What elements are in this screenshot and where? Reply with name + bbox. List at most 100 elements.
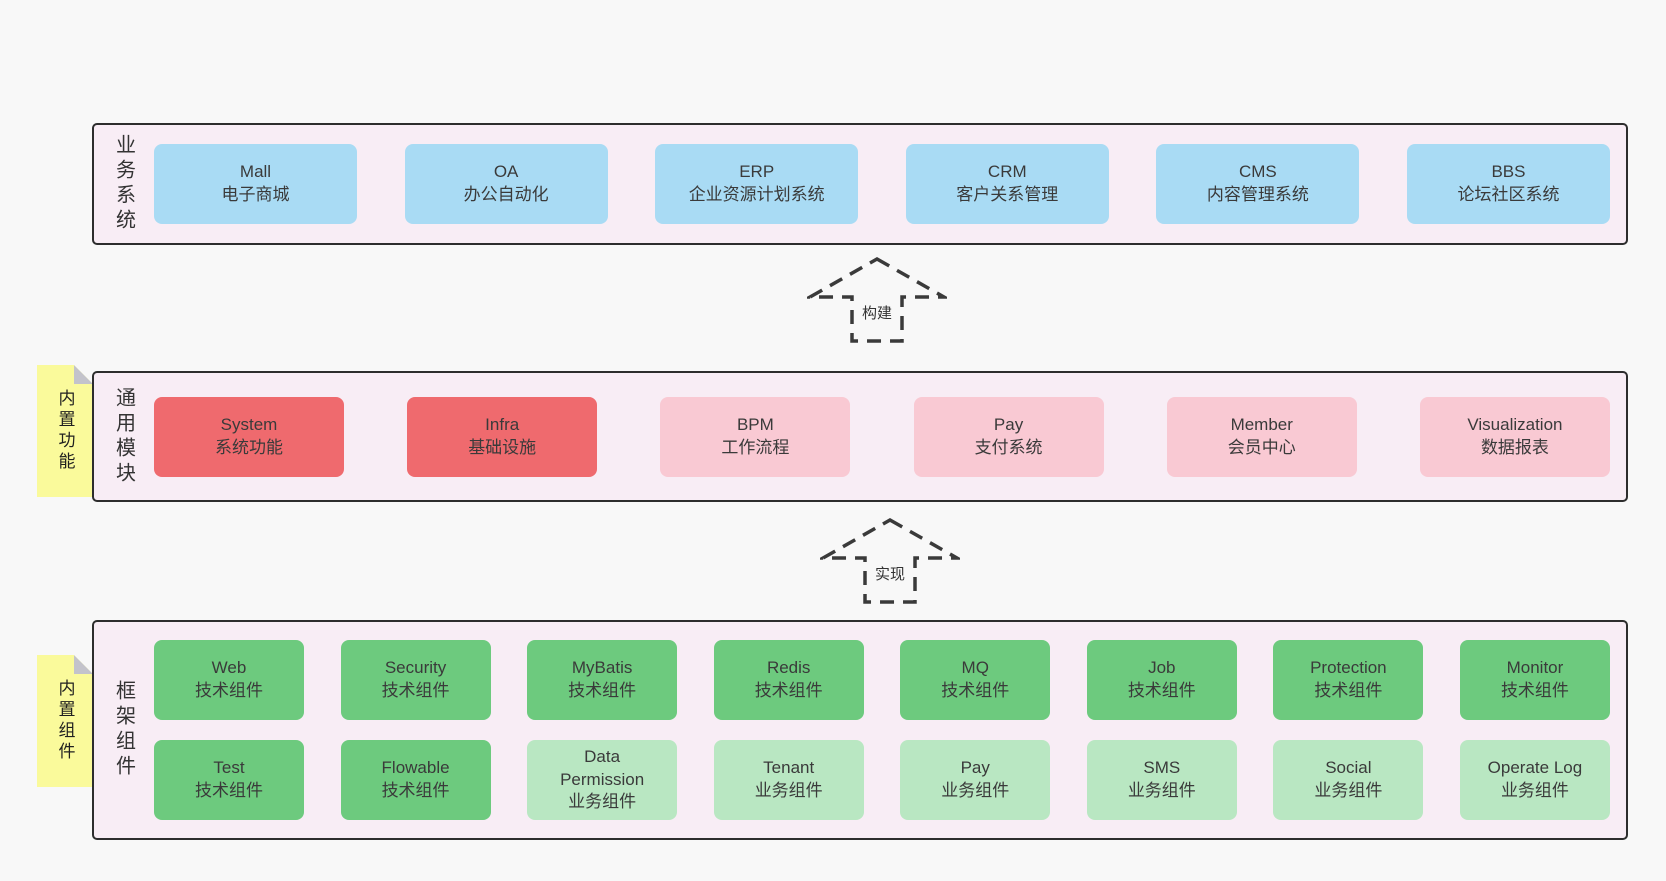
box-infra: Infra 基础设施 [407,396,598,477]
box-title: Infra [485,414,520,434]
box-title: Test [213,758,245,778]
box-title: Visualization [1467,414,1563,434]
box-title: OA [493,162,519,182]
box-mq: MQ 技术组件 [900,640,1051,720]
box-subtitle: 支付系统 [974,437,1043,457]
box-flowable: Flowable 技术组件 [340,740,491,820]
box-sms: SMS 业务组件 [1086,740,1237,820]
box-subtitle: 电子商城 [221,185,290,204]
box-subtitle: 技术组件 [568,681,637,700]
box-title: Pay [993,414,1024,434]
note-fold-corner-icon [74,655,93,674]
box-title: MQ [961,658,989,678]
box-subtitle: 技术组件 [195,681,263,700]
layer-label-framework-components: 框架组件 [94,622,154,838]
sticky-note-built-in-features: 内置功能 [37,365,93,497]
box-subtitle: 技术组件 [381,681,450,700]
sticky-note-built-in-components: 内置组件 [37,655,93,787]
box-title: Operate Log [1487,758,1583,778]
box-title: Redis [766,658,811,678]
layer-label-text: 通用模块 [112,386,135,487]
layer-label-common-modules: 通用模块 [94,373,154,500]
box-bbs: BBS 论坛社区系统 [1406,144,1610,224]
box-subtitle: 数据报表 [1480,437,1549,457]
box-title: CRM [987,162,1027,182]
box-title: MyBatis [571,658,633,678]
box-oa: OA 办公自动化 [404,144,608,224]
dashed-up-arrow-icon [807,256,947,343]
box-subtitle: 技术组件 [1127,681,1196,700]
box-title: Member [1230,414,1293,434]
box-subtitle: 技术组件 [754,681,823,700]
layer-label-text: 框架组件 [112,680,135,780]
box-subtitle: 业务组件 [1127,781,1196,800]
box-title: System [220,414,278,434]
box-title: Monitor [1506,658,1564,678]
build-arrow-label: 构建 [858,302,896,323]
box-title: CMS [1238,162,1277,182]
box-title: SMS [1143,758,1181,778]
box-title: Tenant [763,758,815,778]
sticky-note-label: 内置功能 [55,389,75,473]
box-subtitle: 客户关系管理 [956,185,1059,204]
box-subtitle: 业务组件 [941,781,1010,800]
box-subtitle: 业务组件 [1314,781,1383,800]
box-subtitle: 企业资源计划系统 [688,185,825,204]
box-subtitle: 办公自动化 [463,185,549,204]
box-title: BBS [1491,162,1526,182]
box-subtitle: 论坛社区系统 [1457,185,1560,204]
box-subtitle: 业务组件 [1500,781,1569,800]
sticky-note-label: 内置组件 [55,679,75,763]
box-subtitle: 内容管理系统 [1206,185,1309,204]
box-subtitle: 系统功能 [215,437,283,457]
box-subtitle: 会员中心 [1227,437,1296,457]
box-operate-log: Operate Log 业务组件 [1459,740,1610,820]
implement-arrow-label: 实现 [871,563,909,584]
box-title: BPM [736,414,774,434]
box-member: Member 会员中心 [1166,396,1357,477]
box-social: Social 业务组件 [1273,740,1424,820]
box-subtitle: 基础设施 [468,437,537,457]
box-title: Data Permission [560,746,645,789]
layer-label-text: 业务系统 [112,134,135,234]
box-title: Protection [1310,658,1387,678]
box-subtitle: 技术组件 [1500,681,1569,700]
layer-label-business-systems: 业务系统 [94,125,154,243]
box-title: ERP [739,162,775,182]
box-system: System 系统功能 [154,396,344,477]
box-tenant: Tenant 业务组件 [713,740,864,820]
box-visualization: Visualization 数据报表 [1419,396,1610,477]
box-pay: Pay 支付系统 [913,396,1104,477]
box-title: Social [1325,758,1372,778]
box-cms: CMS 内容管理系统 [1156,144,1360,224]
box-mybatis: MyBatis 技术组件 [527,640,678,720]
box-subtitle: 技术组件 [941,681,1010,700]
dashed-up-arrow-icon [820,517,960,604]
box-subtitle: 技术组件 [381,781,450,800]
box-title: Flowable [381,758,450,778]
box-title: Web [211,658,247,678]
box-web: Web 技术组件 [154,640,304,720]
box-erp: ERP 企业资源计划系统 [655,144,859,224]
box-subtitle: 业务组件 [754,781,823,800]
box-crm: CRM 客户关系管理 [905,144,1109,224]
box-monitor: Monitor 技术组件 [1459,640,1610,720]
